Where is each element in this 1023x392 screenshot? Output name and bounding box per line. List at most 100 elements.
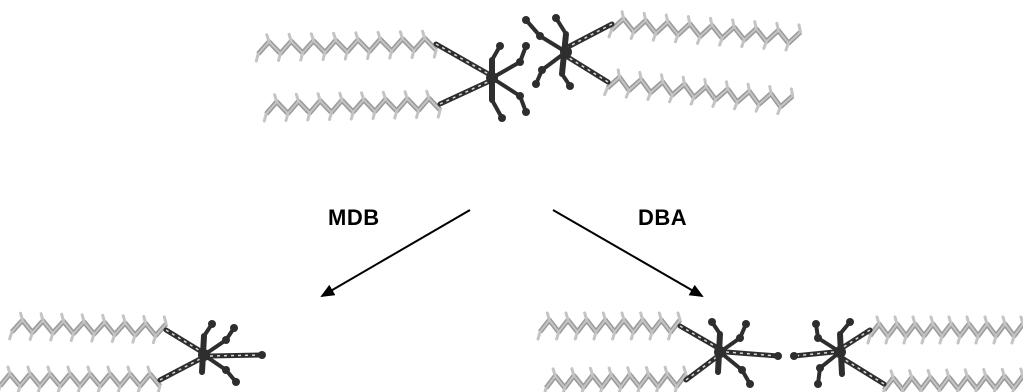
core-atom	[516, 58, 524, 66]
linker-bond-highlight	[159, 357, 203, 381]
dba-label: DBA	[638, 205, 688, 230]
hydrogen-bond-stub	[1000, 367, 1006, 378]
hydrogen-bond-stub	[131, 333, 137, 344]
hydrogen-bond-stub	[425, 89, 431, 100]
hydrogen-bond-stub	[573, 330, 579, 341]
core-atom	[222, 336, 230, 344]
hydrogen-bond-stub	[955, 387, 960, 392]
hydrogen-bond-stub	[673, 33, 680, 44]
linker-bond-highlight	[679, 325, 719, 349]
alkyl-chain-highlight	[606, 76, 794, 108]
hydrogen-bond-stub	[599, 385, 604, 392]
core-atom	[522, 16, 530, 24]
core-atom	[230, 324, 238, 332]
hydrogen-bond-stub	[592, 330, 598, 341]
hydrogen-bond-stub	[388, 49, 394, 60]
core-atom	[742, 320, 750, 328]
hydrogen-bond-stub	[676, 311, 682, 322]
mdb-label: MDB	[328, 205, 380, 230]
hydrogen-bond-stub	[69, 332, 75, 343]
hydrogen-bond-stub	[731, 18, 736, 29]
core-atom	[774, 352, 782, 360]
hydrogen-bond-stub	[667, 330, 673, 341]
hydrogen-bond-stub	[80, 313, 86, 324]
alkyl-chain-highlight	[883, 375, 1023, 391]
hydrogen-bond-stub	[332, 31, 338, 42]
core-atom	[560, 46, 572, 58]
hydrogen-bond-stub	[963, 368, 969, 379]
hydrogen-bond-stub	[638, 70, 643, 82]
hydrogen-bond-stub	[299, 51, 305, 62]
hydrogen-bond-stub	[938, 334, 944, 345]
hydrogen-bond-stub	[66, 365, 72, 376]
core-atom	[516, 92, 524, 100]
hydrogen-bond-stub	[789, 87, 795, 98]
hydrogen-bond-stub	[648, 330, 654, 341]
hydrogen-bond-stub	[974, 387, 979, 392]
linker-bond-highlight	[165, 329, 203, 353]
core-atom	[258, 351, 266, 359]
linker-bond-highlight	[841, 357, 885, 385]
hydrogen-bond-stub	[900, 388, 905, 392]
hydrogen-bond-stub	[265, 33, 271, 44]
hydrogen-bond-stub	[992, 334, 998, 345]
hydrogen-bond-stub	[911, 315, 917, 326]
hydrogen-bond-stub	[366, 49, 371, 61]
hydrogen-bond-stub	[126, 365, 132, 376]
hydrogen-bond-stub	[639, 311, 645, 322]
hydrogen-bond-stub	[86, 365, 92, 376]
core-atom	[486, 72, 498, 84]
hydrogen-bond-stub	[974, 334, 980, 345]
hydrogen-bond-stub	[26, 365, 32, 376]
hydrogen-bond-stub	[651, 31, 658, 42]
arrow-to-dba	[552, 209, 704, 297]
core-atom	[522, 42, 530, 50]
hydrogen-bond-stub	[884, 334, 890, 345]
hydrogen-bond-stub	[545, 311, 551, 322]
hydrogen-bond-stub	[551, 367, 557, 378]
hydrogen-bond-stub	[753, 20, 758, 31]
arrow-to-mdb	[320, 209, 471, 298]
hydrogen-bond-stub	[273, 93, 279, 104]
hydrogen-bond-stub	[956, 334, 962, 345]
hydrogen-bond-stub	[76, 384, 82, 392]
linker-bond	[791, 349, 837, 359]
linker-bond-highlight	[565, 55, 609, 83]
hydrogen-bond-stub	[983, 315, 989, 326]
hydrogen-bond-stub	[902, 334, 908, 345]
hydrogen-bond-stub	[277, 51, 282, 63]
hydrogen-bond-stub	[90, 332, 96, 343]
hydrogen-bond-stub	[607, 28, 614, 39]
hydrogen-bond-stub	[156, 384, 162, 392]
hydrogen-bond-stub	[689, 95, 696, 106]
hydrogen-bond-stub	[889, 369, 895, 380]
core-atom	[814, 380, 822, 388]
hydrogen-bond-stub	[918, 387, 923, 392]
hydrogen-bond-stub	[1010, 334, 1016, 345]
hydrogen-bond-stub	[711, 98, 718, 108]
hydrogen-bond-stub	[543, 386, 548, 392]
hydrogen-bond-stub	[8, 330, 14, 341]
hydrogen-bond-stub	[121, 314, 127, 325]
hydrogen-bond-stub	[36, 384, 42, 392]
hydrogen-bond-stub	[403, 90, 409, 101]
hydrogen-bond-stub	[536, 330, 542, 341]
hydrogen-bond-stub	[262, 112, 268, 123]
hydrogen-bond-stub	[709, 16, 714, 27]
core-atom	[532, 80, 540, 88]
hydrogen-bond-stub	[926, 368, 932, 379]
hydrogen-bond-stub	[696, 35, 702, 45]
hydrogen-bond-stub	[376, 30, 382, 41]
hydrogen-bond-stub	[673, 384, 679, 392]
hydrogen-bond-stub	[162, 315, 168, 326]
hydrogen-bond-stub	[620, 311, 626, 322]
hydrogen-bond-stub	[60, 312, 65, 323]
linker-bond-highlight	[841, 329, 871, 349]
hydrogen-bond-stub	[624, 88, 631, 99]
hydrogen-bond-stub	[797, 23, 802, 34]
hydrogen-bond-stub	[893, 315, 899, 326]
hydrogen-bond-stub	[316, 92, 322, 103]
hydrogen-bond-stub	[410, 48, 416, 60]
alkyl-chain-highlight	[869, 323, 1023, 337]
